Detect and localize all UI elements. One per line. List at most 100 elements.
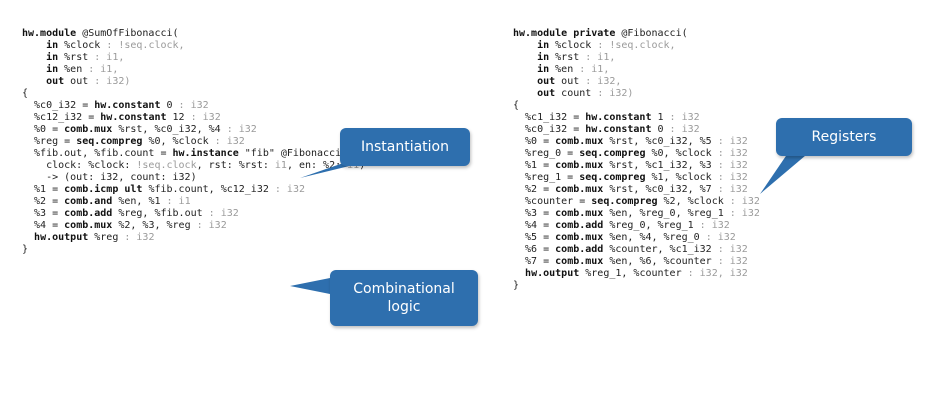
code-token: %en [549,64,580,75]
keyword-token: comb.icmp ult [64,184,143,195]
combinational-logic-callout: Combinational logic [330,270,478,326]
code-line: { [22,88,365,100]
registers-callout: Registers [776,118,912,156]
code-token: { [22,88,29,99]
keyword-token: hw.constant [94,100,161,111]
code-line: %2 = comb.and %en, %1 : i1 [22,196,365,208]
code-token: %reg = [22,136,77,147]
code-token: %c12_i32 = [22,112,101,123]
type-token: : i32 [274,184,305,195]
code-line: } [513,280,760,292]
type-token: : i32 [705,232,736,243]
code-token: %4 = [513,220,556,231]
code-line: -> (out: i32, count: i32) [22,172,365,184]
combinational-pointer [290,276,340,296]
keyword-token: in [537,52,550,63]
code-line: %5 = comb.mux %en, %4, %reg_0 : i32 [513,232,760,244]
keyword-token: hw.module [22,28,77,39]
code-token: %rst [58,52,95,63]
code-token: %rst, %c0_i32, %7 [603,184,718,195]
code-token: %4 = [22,220,65,231]
type-token: : i1, [579,64,610,75]
code-token: %c0_i32 = [22,100,95,111]
code-line: %c12_i32 = hw.constant 12 : i32 [22,112,365,124]
combinational-logic-label: Combinational logic [353,281,455,315]
keyword-token: seq.compreg [579,148,646,159]
code-token: clock: %clock: [22,160,137,171]
fibonacci-code: hw.module private @Fibonacci( in %clock … [513,28,760,292]
type-token: : i1, [88,64,119,75]
type-token: : i32 [717,136,748,147]
type-token: : i32 [717,148,748,159]
keyword-token: in [46,52,59,63]
keyword-token: comb.add [555,220,604,231]
code-line: %0 = comb.mux %rst, %c0_i32, %4 : i32 [22,124,365,136]
keyword-token: in [537,40,550,51]
code-line: { [513,100,760,112]
registers-pointer [760,150,812,194]
code-token: %clock [58,40,107,51]
keyword-token: comb.mux [64,220,113,231]
code-line: out count : i32) [513,88,760,100]
code-token: out [64,76,95,87]
code-line: %4 = comb.add %reg_0, %reg_1 : i32 [513,220,760,232]
code-token: %reg, %fib.out [112,208,209,219]
code-line: hw.output %reg : i32 [22,232,365,244]
code-line: %0 = comb.mux %rst, %c0_i32, %5 : i32 [513,136,760,148]
code-line: hw.module private @Fibonacci( [513,28,760,40]
code-line: %reg_0 = seq.compreg %0, %clock : i32 [513,148,760,160]
code-token: %counter, %c1_i32 [603,244,718,255]
code-token: %en, %4, %reg_0 [603,232,706,243]
keyword-token: comb.mux [555,208,604,219]
keyword-token: comb.mux [555,160,604,171]
type-token: : i32 [124,232,155,243]
code-line: %1 = comb.mux %rst, %c1_i32, %3 : i32 [513,160,760,172]
code-token: "fib" @Fibonacci( [238,148,348,159]
type-token: : i32 [717,184,748,195]
code-line: %3 = comb.mux %en, %reg_0, %reg_1 : i32 [513,208,760,220]
type-token: : i32, i32 [687,268,748,279]
code-token: %1 = [513,160,556,171]
code-line: out out : i32) [22,76,365,88]
code-line: %reg = seq.compreg %0, %clock : i32 [22,136,365,148]
keyword-token: hw.constant [585,112,652,123]
keyword-token: comb.add [64,208,113,219]
code-token: %2 = [513,184,556,195]
type-token: : i1, [94,52,125,63]
type-token: : i32 [699,220,730,231]
code-line: hw.output %reg_1, %counter : i32, i32 [513,268,760,280]
keyword-token: comb.mux [64,124,113,135]
code-token: %2 = [22,196,65,207]
type-token: : i32 [196,220,227,231]
code-line: %fib.out, %fib.count = hw.instance "fib"… [22,148,365,160]
keyword-token: out [537,76,556,87]
code-token: } [513,280,520,291]
registers-label: Registers [811,129,877,145]
code-line: out out : i32, [513,76,760,88]
code-token: 1 [651,112,670,123]
type-token: : i32 [226,124,257,135]
code-token: -> (out: i32, count: i32) [22,172,197,183]
type-token: : i32 [729,196,760,207]
type-token: : i32 [717,256,748,267]
code-line: %counter = seq.compreg %2, %clock : i32 [513,196,760,208]
code-token: %reg_1 = [513,172,580,183]
instantiation-label: Instantiation [360,139,449,155]
code-token: %en [58,64,89,75]
keyword-token: comb.mux [555,256,604,267]
code-line: hw.module @SumOfFibonacci( [22,28,365,40]
code-line: in %clock : !seq.clock, [22,40,365,52]
code-token: %counter = [513,196,592,207]
code-token: %rst, %c0_i32, %4 [112,124,227,135]
code-token: %2, %clock [657,196,730,207]
keyword-token: hw.module private [513,28,616,39]
type-token: i1 [274,160,287,171]
type-token: : i32 [729,208,760,219]
code-line: in %en : i1, [513,64,760,76]
code-token: %rst [549,52,586,63]
keyword-token: in [46,64,59,75]
code-line: %3 = comb.add %reg, %fib.out : i32 [22,208,365,220]
type-token: : i32) [597,88,634,99]
code-line: %c1_i32 = hw.constant 1 : i32 [513,112,760,124]
